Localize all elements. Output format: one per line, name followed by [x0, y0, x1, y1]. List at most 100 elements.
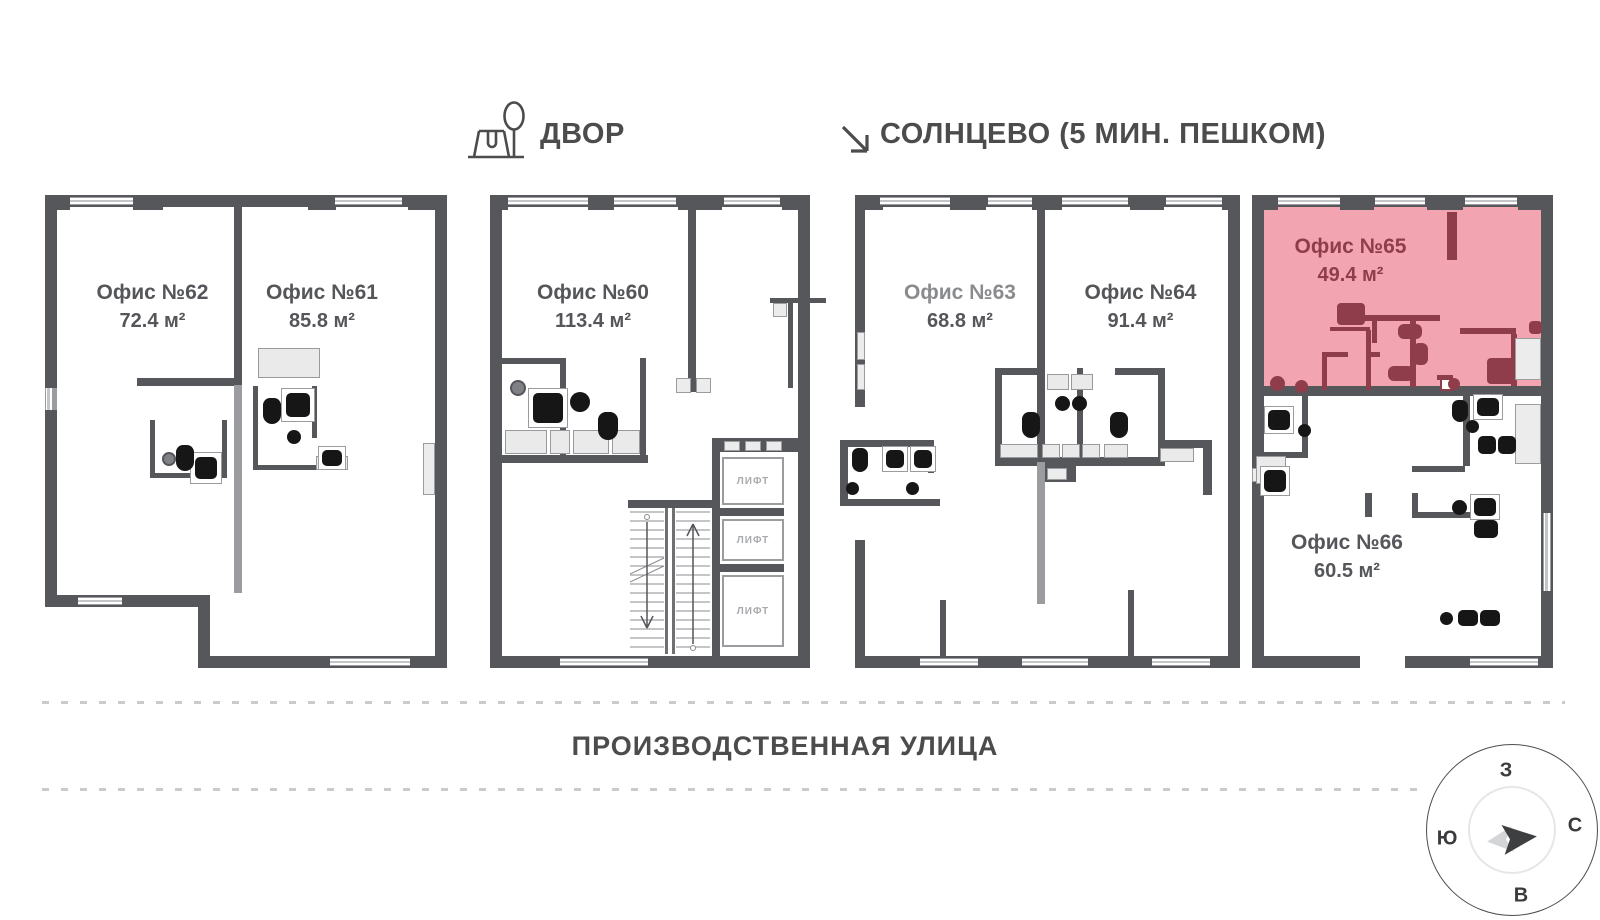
highlight-wall [1330, 327, 1370, 331]
window [78, 597, 122, 605]
sink-fixture [286, 393, 310, 417]
shaft [857, 364, 865, 390]
office-64-room[interactable] [1045, 207, 1228, 656]
compass-south: Ю [1436, 827, 1458, 850]
shaft [676, 378, 691, 393]
sink-fixture [886, 450, 904, 468]
wall [150, 420, 155, 478]
shaft [423, 443, 435, 495]
shaft [696, 378, 711, 393]
wall [995, 368, 1043, 375]
counter [1071, 374, 1093, 390]
wall [253, 386, 258, 470]
wall [940, 600, 946, 656]
round-sink-fixture [1452, 500, 1467, 515]
office-63-name: Офис №63 [904, 281, 1016, 304]
elevator-3-label: ЛИФТ [736, 605, 770, 617]
round-sink-highlight [1270, 376, 1285, 391]
wall [1427, 195, 1463, 210]
office-64-label: Офис №64 91.4 м² [1048, 278, 1233, 335]
compass: З С Ю В [1426, 744, 1598, 916]
toilet-fixture [263, 398, 281, 424]
shaft [1515, 404, 1541, 464]
elevator-1-label: ЛИФТ [736, 475, 770, 487]
compass-inner-circle [1468, 786, 1556, 874]
wall [688, 207, 696, 392]
office-62-area: 72.4 м² [119, 310, 186, 333]
direction-arrow-icon [841, 125, 869, 153]
wall [855, 195, 883, 210]
round-sink-fixture [1055, 396, 1070, 411]
wall [198, 595, 210, 668]
toilet-fixture [1110, 412, 1128, 438]
window [1470, 658, 1538, 666]
office-66-name: Офис №66 [1291, 531, 1403, 554]
wall [137, 378, 242, 386]
counter [1082, 444, 1100, 458]
courtyard-label: ДВОР [540, 118, 625, 150]
window [1022, 658, 1088, 666]
office-61-room[interactable] [242, 207, 435, 656]
sink-fixture [1264, 470, 1286, 492]
wall [1252, 656, 1360, 668]
round-sink-fixture [1072, 396, 1087, 411]
office-61-area: 85.8 м² [289, 310, 355, 333]
wall-light [234, 385, 242, 593]
window [1543, 513, 1551, 591]
sink-fixture-highlight [1337, 303, 1365, 325]
window [330, 658, 410, 666]
wall [1228, 195, 1240, 668]
round-sink-fixture [846, 482, 859, 495]
wall [45, 595, 210, 607]
window [614, 197, 676, 205]
shaft [766, 441, 782, 451]
sink-fixture [1474, 520, 1498, 538]
toilet-fixture [1452, 400, 1468, 422]
wall [950, 195, 986, 210]
wall [1252, 386, 1553, 396]
wall [150, 473, 224, 478]
wall [1365, 493, 1372, 517]
counter [1062, 444, 1080, 458]
sink-fixture [533, 393, 563, 423]
window [70, 197, 133, 205]
staircase [630, 508, 710, 654]
window [335, 197, 402, 205]
wall [1264, 452, 1308, 458]
office-62-label: Офис №62 72.4 м² [60, 278, 245, 335]
wall [133, 195, 163, 210]
office-65-room[interactable] [1264, 205, 1541, 386]
wall [1077, 368, 1083, 466]
office-63-room[interactable] [865, 207, 1037, 656]
wall [848, 440, 934, 447]
highlight-wall [1366, 352, 1380, 357]
counter [505, 430, 547, 454]
wall [712, 564, 784, 572]
wall [1128, 590, 1134, 656]
round-sink-highlight [1448, 378, 1460, 390]
wall [1252, 195, 1278, 210]
highlight-wall [1366, 330, 1371, 390]
compass-north: С [1567, 814, 1583, 837]
wall [1158, 440, 1212, 448]
wall [1412, 466, 1465, 472]
sink-fixture-highlight [1487, 358, 1515, 384]
office-62-room[interactable] [57, 207, 234, 595]
wall [712, 508, 784, 516]
wall [588, 195, 614, 210]
wall [995, 457, 1165, 466]
toilet-highlight [1413, 343, 1428, 365]
window [988, 197, 1032, 205]
wall [1032, 195, 1062, 210]
highlight-wall [1322, 352, 1348, 357]
wall [855, 540, 865, 668]
sink-fixture [1268, 410, 1290, 430]
window [1375, 197, 1425, 205]
counter [1000, 444, 1038, 458]
sink-fixture [195, 457, 217, 479]
round-sink-fixture [287, 430, 301, 444]
counter [1160, 448, 1194, 462]
wall [840, 499, 940, 506]
office-62-name: Офис №62 [96, 281, 209, 304]
